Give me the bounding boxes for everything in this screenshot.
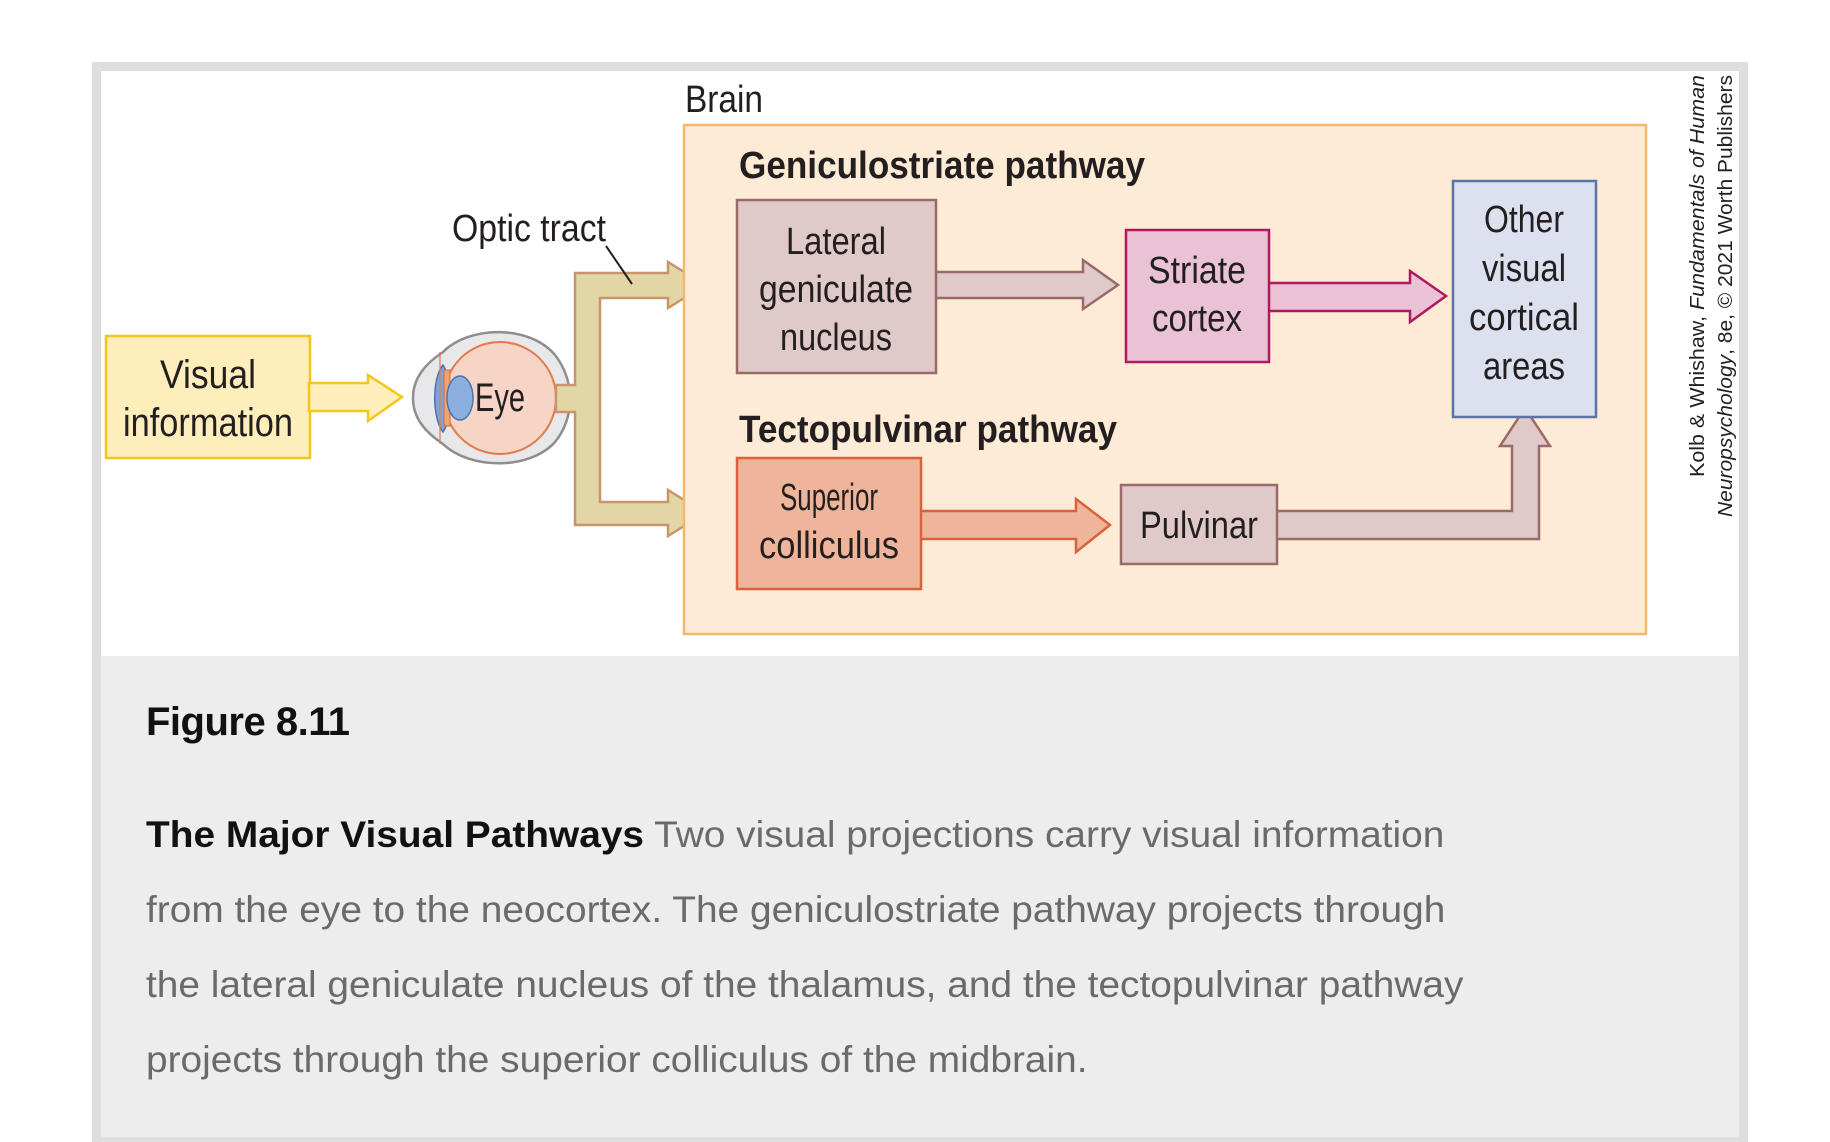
caption-text-2: from the eye to the neocortex. The genic… — [146, 889, 1446, 930]
other-label-line1: Other — [1484, 199, 1564, 241]
caption-text-1: Two visual projections carry visual info… — [644, 814, 1445, 855]
striate-label-line1: Striate — [1148, 250, 1246, 292]
credit-line-1: Kolb & Whishaw, Fundamentals of Human — [1687, 75, 1709, 477]
optic-tract-arrow — [554, 259, 708, 539]
caption-text-4: projects through the superior colliculus… — [146, 1039, 1088, 1080]
eye-icon — [411, 330, 572, 465]
other-label-line2: visual — [1482, 248, 1566, 290]
superior-colliculus-box — [735, 456, 923, 591]
arrow-lgn-to-striate — [933, 257, 1121, 312]
svg-text:Kolb & Whishaw, Fundamentals o: Kolb & Whishaw, Fundamentals of Human — [1687, 75, 1709, 477]
geniculostriate-pathway-heading: Geniculostriate pathway — [739, 145, 1145, 187]
other-label-line4: areas — [1483, 346, 1565, 388]
arrow-sc-to-pulvinar — [918, 496, 1113, 555]
other-visual-cortical-areas-box — [1451, 179, 1598, 419]
lgn-label-line3: nucleus — [780, 317, 892, 359]
caption-line-2: from the eye to the neocortex. The genic… — [146, 889, 1445, 931]
arrow-striate-to-other — [1266, 268, 1449, 325]
credit-book-title-part2: Neuropsychology — [1715, 354, 1737, 517]
lgn-label-line2: geniculate — [759, 269, 913, 311]
credit-book-title-part1: Fundamentals of Human — [1687, 75, 1709, 310]
caption-title: The Major Visual Pathways — [146, 814, 645, 855]
figure-caption-panel — [101, 656, 1739, 1137]
sc-label-line1: Superior — [780, 477, 878, 519]
caption-line-3: the lateral geniculate nucleus of the th… — [146, 964, 1463, 1006]
lgn-label-line1: Lateral — [786, 221, 886, 263]
credit-line-2: Neuropsychology, 8e, © 2021 Worth Publis… — [1715, 75, 1737, 517]
eye-label: Eye — [475, 376, 525, 420]
arrow-visual-to-eye — [307, 372, 405, 424]
sc-label-line2: colliculus — [759, 525, 899, 567]
tectopulvinar-pathway-heading: Tectopulvinar pathway — [739, 409, 1117, 451]
svg-text:Neuropsychology, 8e, © 2021 Wo: Neuropsychology, 8e, © 2021 Worth Publis… — [1715, 75, 1737, 517]
arrow-pulvinar-to-other — [1274, 405, 1553, 541]
pulvinar-label: Pulvinar — [1140, 505, 1258, 547]
optic-tract-label: Optic tract — [452, 208, 606, 250]
caption-line-1: The Major Visual Pathways Two visual pro… — [146, 814, 1444, 856]
caption-line-4: projects through the superior colliculus… — [146, 1039, 1088, 1081]
visual-information-label-line2: information — [123, 401, 293, 445]
visual-information-label-line1: Visual — [160, 353, 256, 397]
credit-publisher: , 8e, © 2021 Worth Publishers — [1715, 75, 1737, 355]
brain-label: Brain — [685, 79, 763, 121]
striate-cortex-box — [1124, 228, 1271, 364]
lgn-box — [735, 198, 938, 375]
caption-text-3: the lateral geniculate nucleus of the th… — [146, 964, 1464, 1005]
striate-label-line2: cortex — [1152, 298, 1242, 340]
optic-tract-leader-line — [605, 245, 633, 285]
credit-authors: Kolb & Whishaw, — [1687, 310, 1709, 477]
other-label-line3: cortical — [1469, 297, 1579, 339]
pulvinar-box — [1119, 483, 1279, 566]
figure-number: Figure 8.11 — [146, 700, 350, 744]
